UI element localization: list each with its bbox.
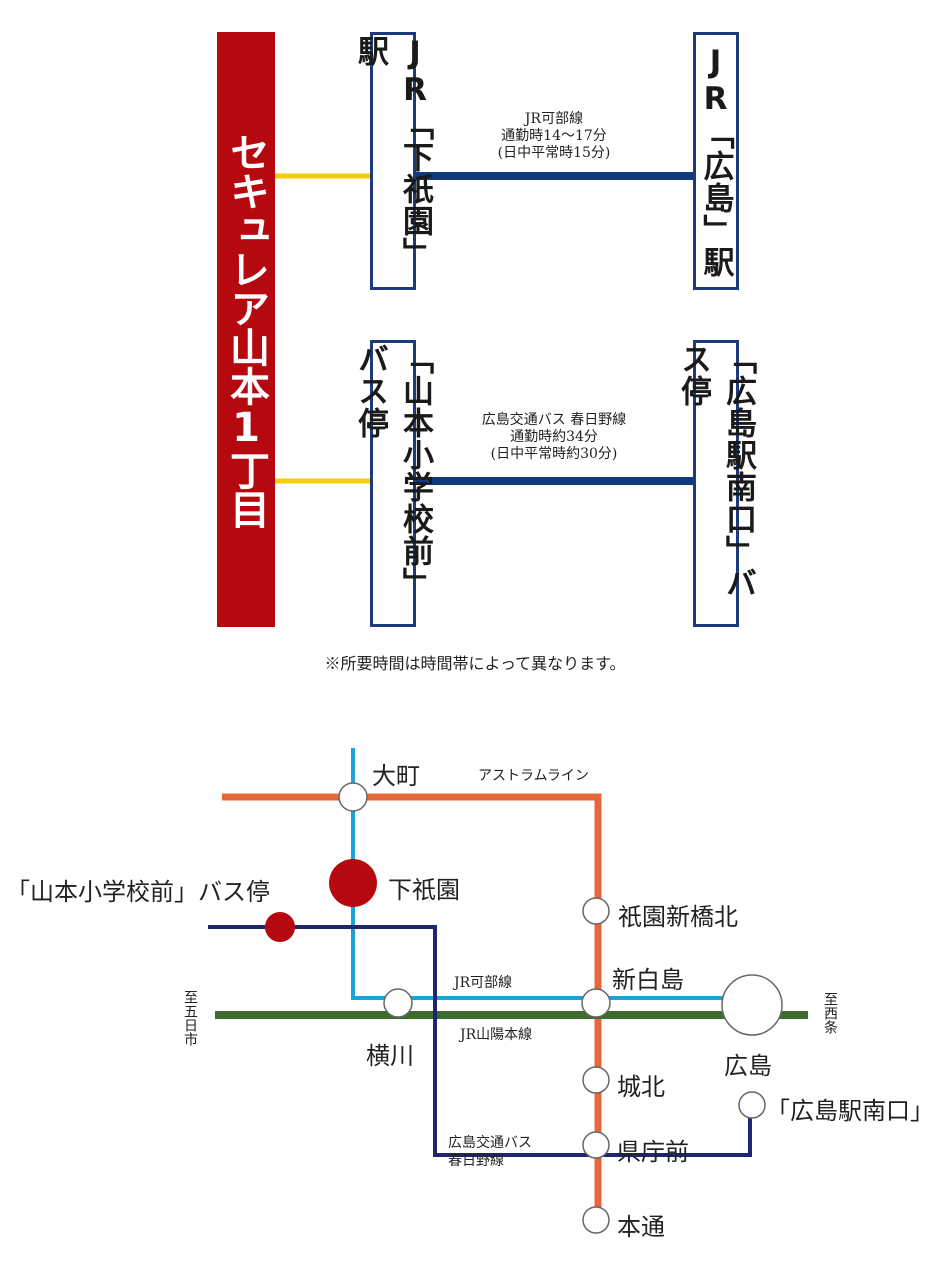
label-hondori: 本通 bbox=[617, 1213, 665, 1241]
label-omachi: 大町 bbox=[372, 762, 420, 790]
note: ※所要時間は時間帯によって異なります。 bbox=[324, 654, 626, 673]
route2-daytime: (日中平常時約30分) bbox=[490, 446, 618, 462]
bus-line bbox=[208, 925, 752, 1157]
station-box-hiroshima: JR「広島」駅 bbox=[693, 32, 739, 290]
label-astram: アストラムライン bbox=[478, 768, 589, 784]
route2-info: 広島交通バス 春日野線 通勤時約34分 (日中平常時約30分) bbox=[414, 412, 694, 463]
label-kabe: JR可部線 bbox=[454, 975, 513, 991]
route2-line: 広島交通バス 春日野線 bbox=[481, 412, 627, 428]
label-johoku: 城北 bbox=[617, 1073, 665, 1101]
route2-commute: 通勤時約34分 bbox=[510, 429, 598, 445]
bus-stop-yamamoto bbox=[265, 912, 295, 942]
property-name: セキュレア山本1丁目 bbox=[217, 32, 275, 627]
station-hiroshima bbox=[721, 974, 783, 1036]
label-shimogion: 下祇園 bbox=[388, 876, 460, 904]
label-hiroshima-minami: 「広島駅南口」 bbox=[766, 1097, 934, 1125]
label-bus-company: 広島交通バス bbox=[448, 1135, 532, 1151]
station-shin-hakushima bbox=[581, 988, 611, 1018]
label-hiroshima: 広島 bbox=[724, 1052, 772, 1080]
bus-box-hiroshima-minami: 「広島駅南口」バス停 bbox=[675, 340, 756, 627]
station-shimogion bbox=[329, 859, 377, 907]
route1-commute: 通勤時14〜17分 bbox=[501, 128, 607, 144]
label-yokogawa: 横川 bbox=[366, 1042, 414, 1070]
label-shin-hakushima: 新白島 bbox=[612, 966, 684, 994]
bus-box-yamamoto: 「山本小学校前」バス停 bbox=[352, 340, 433, 627]
station-omachi bbox=[338, 782, 368, 812]
kabe-line bbox=[351, 748, 752, 1000]
label-yamamoto-bus: 「山本小学校前」バス停 bbox=[6, 878, 270, 906]
station-yokogawa bbox=[383, 988, 413, 1018]
label-bus-line: 春日野線 bbox=[448, 1153, 504, 1169]
route1-daytime: (日中平常時15分) bbox=[497, 145, 611, 161]
route1-line: JR可部線 bbox=[524, 111, 584, 127]
direction-east: 至西条 bbox=[822, 992, 838, 1034]
station-gion-shinbashi bbox=[582, 897, 610, 925]
route1-info: JR可部線 通勤時14〜17分 (日中平常時15分) bbox=[414, 111, 694, 162]
station-johoku bbox=[582, 1066, 610, 1094]
direction-west: 至五日市 bbox=[182, 990, 198, 1046]
label-gion-shinbashi: 祇園新橋北 bbox=[618, 903, 738, 931]
label-sanyo: JR山陽本線 bbox=[460, 1027, 533, 1043]
label-kenchomae: 県庁前 bbox=[617, 1138, 689, 1166]
station-hiroshima-minami bbox=[738, 1091, 766, 1119]
station-hondori bbox=[582, 1206, 610, 1234]
station-kenchomae bbox=[582, 1131, 610, 1159]
station-box-shimogion: JR「下祇園」駅 bbox=[352, 32, 433, 290]
